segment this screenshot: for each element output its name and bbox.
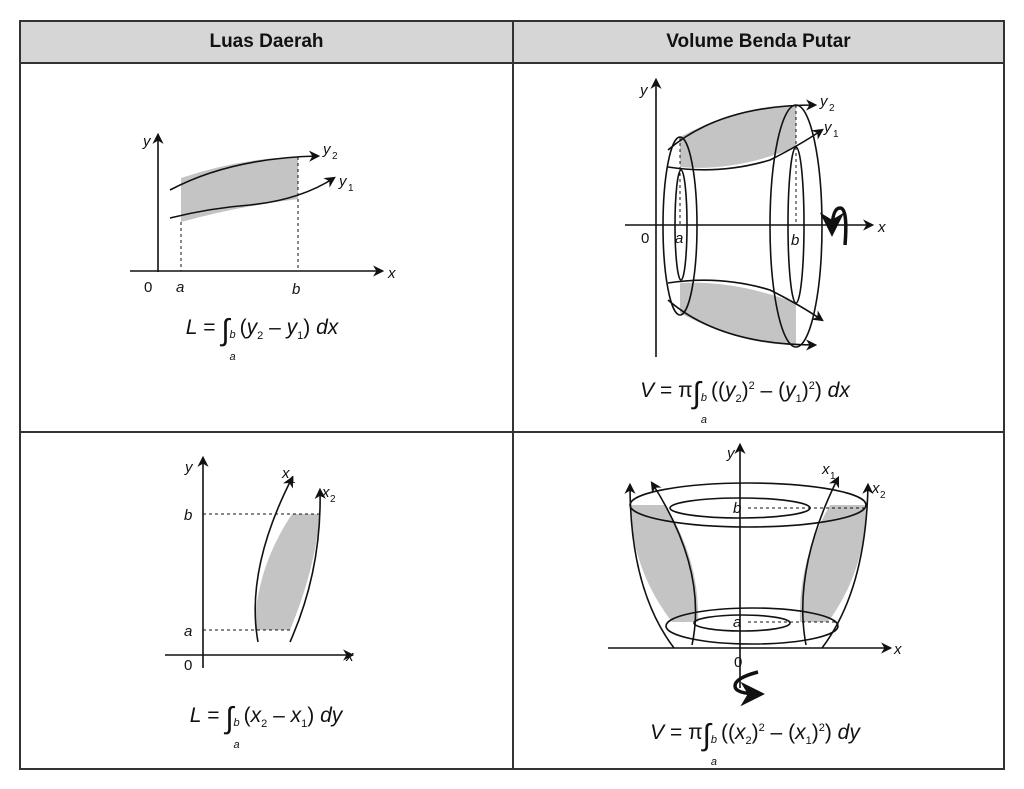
- svg-text:x: x: [893, 641, 902, 658]
- column-divider: [512, 22, 514, 768]
- bottom-inner-ring: [693, 614, 791, 632]
- svg-text:b: b: [184, 507, 192, 524]
- curve-x2-right: [821, 482, 874, 649]
- curve-y1: [169, 176, 336, 219]
- svg-text:b: b: [791, 232, 799, 249]
- curve-y2: [169, 150, 321, 191]
- svg-text:y: y: [184, 459, 194, 476]
- curve-y1-bottom: [667, 279, 824, 322]
- curve-y2-bottom: [667, 299, 818, 351]
- svg-text:y: y: [819, 93, 829, 110]
- svg-text:x: x: [821, 461, 830, 478]
- svg-text:y: y: [322, 141, 332, 158]
- svg-text:a: a: [675, 230, 683, 247]
- volume-x-diagram: [625, 77, 875, 357]
- svg-text:b: b: [292, 281, 300, 298]
- svg-text:1: 1: [290, 475, 296, 486]
- svg-text:a: a: [184, 623, 192, 640]
- svg-text:y: y: [726, 445, 736, 462]
- svg-text:y: y: [142, 133, 152, 150]
- svg-text:b: b: [733, 500, 741, 517]
- row-divider: [21, 431, 1003, 433]
- curve-y1-top: [667, 128, 824, 171]
- rotation-arrow-icon: [733, 670, 765, 707]
- svg-text:x: x: [345, 648, 354, 665]
- svg-text:y: y: [823, 119, 833, 136]
- bottom-outer-ring: [665, 607, 839, 645]
- svg-text:2: 2: [332, 151, 338, 162]
- svg-text:x: x: [387, 265, 396, 282]
- shaded-left: [630, 505, 699, 622]
- shaded-right: [799, 505, 866, 622]
- svg-text:2: 2: [829, 103, 835, 114]
- svg-text:1: 1: [348, 183, 354, 194]
- svg-text:0: 0: [734, 654, 742, 671]
- area-x-diagram: [130, 132, 385, 277]
- svg-text:2: 2: [330, 494, 336, 505]
- curve-x2-left: [624, 482, 675, 649]
- svg-text:x: x: [871, 480, 880, 497]
- shaded-top: [680, 105, 796, 168]
- svg-text:y: y: [338, 173, 348, 190]
- shaded-region: [255, 514, 320, 630]
- header-volume-benda-putar: Volume Benda Putar: [514, 22, 1003, 64]
- svg-text:0: 0: [144, 279, 152, 296]
- curve-y2-top: [667, 99, 818, 151]
- comparison-table: Luas Daerah Volume Benda Putar: [19, 20, 1005, 770]
- area-y-diagram: [165, 455, 355, 668]
- shaded-bottom: [680, 282, 796, 345]
- svg-text:x: x: [321, 484, 330, 501]
- svg-text:a: a: [176, 279, 184, 296]
- inner-disk-a: [674, 169, 688, 281]
- curve-x1: [254, 476, 294, 643]
- svg-text:0: 0: [184, 657, 192, 674]
- svg-text:y: y: [639, 82, 649, 99]
- curve-x2: [289, 487, 326, 643]
- svg-text:a: a: [733, 614, 741, 631]
- svg-text:2: 2: [880, 490, 886, 501]
- svg-text:x: x: [877, 219, 886, 236]
- rotation-arrow-icon: [819, 206, 848, 246]
- svg-text:x: x: [281, 465, 290, 482]
- volume-y-diagram: [608, 442, 893, 707]
- curve-x1-left: [650, 481, 697, 646]
- svg-text:1: 1: [830, 471, 836, 482]
- curve-x1-right: [801, 475, 840, 646]
- svg-text:0: 0: [641, 230, 649, 247]
- header-luas-daerah: Luas Daerah: [21, 22, 512, 64]
- svg-text:1: 1: [833, 129, 839, 140]
